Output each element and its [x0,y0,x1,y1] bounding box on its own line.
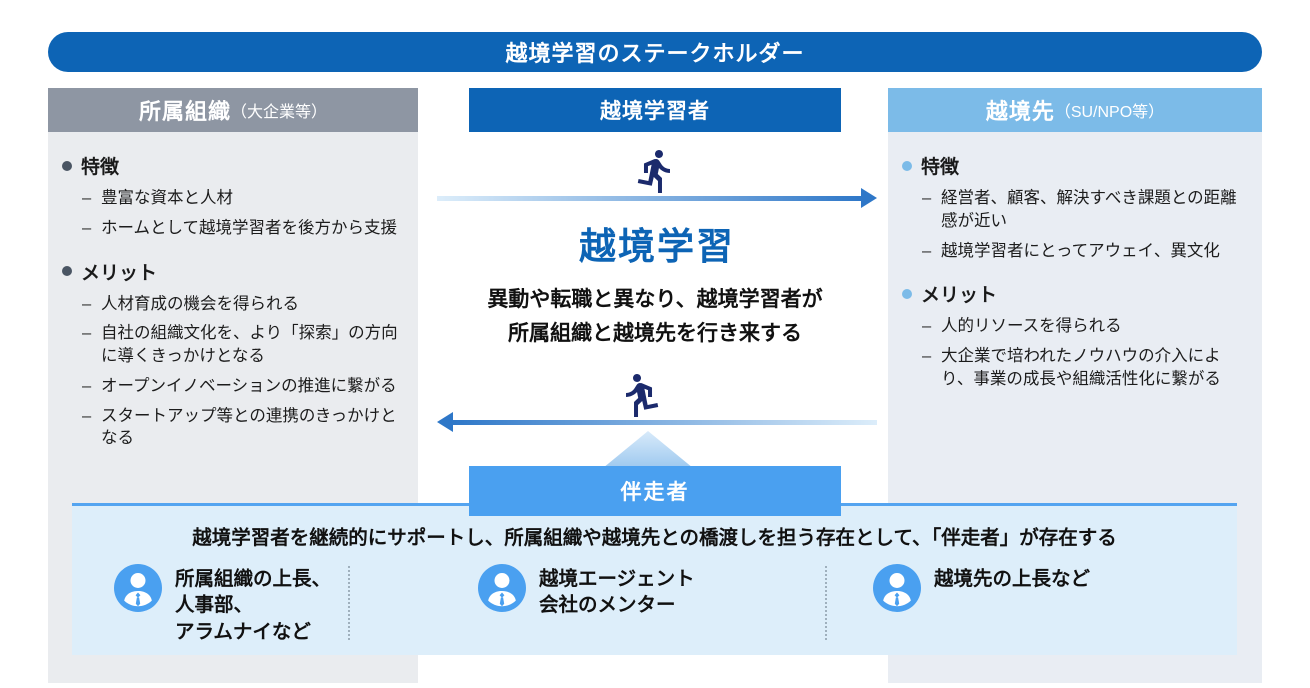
list-item: オープンイノベーションの推進に繋がる [82,375,404,398]
dotted-divider [825,566,827,640]
runner-icon [632,147,680,195]
list-item: 人的リソースを得られる [922,315,1248,338]
bullet-dot-icon [902,288,912,299]
companion-item-label: 所属組織の上長、人事部、 [175,568,332,617]
header-home-organization-suffix: （大企業等） [231,104,328,121]
runner-icon-mirrored [616,371,664,419]
list-item: 経営者、顧客、解決すべき課題との距離感が近い [922,187,1248,233]
section-heading: 特徴 [81,157,120,178]
header-boundary-learner-label: 越境学習者 [600,100,710,123]
bullet-dot-icon [62,160,72,171]
destination-features-section: 特徴 経営者、顧客、解決すべき課題との距離感が近い 越境学習者にとってアウェイ、… [902,152,1248,262]
main-label: 越境学習 [579,226,735,267]
companion-item: 所属組織の上長、人事部、 アラムナイなど [72,564,348,645]
companion-item: 越境エージェント 会社のメンター [350,564,825,645]
section-heading: 特徴 [921,157,960,178]
description-line-2: 所属組織と越境先を行き来する [508,321,802,345]
companion-panel-heading: 越境学習者を継続的にサポートし、所属組織や越境先との橋渡しを担う存在として、「伴… [192,527,1117,549]
page-title: 越境学習のステークホルダー [505,41,805,66]
pointer-triangle-icon [603,431,693,468]
destination-merits-section: メリット 人的リソースを得られる 大企業で培われたノウハウの介入により、事業の成… [902,280,1248,390]
home-organization-features-section: 特徴 豊富な資本と人材 ホームとして越境学習者を後方から支援 [62,152,404,240]
dotted-divider [348,566,350,640]
arrow-right [437,188,877,208]
companion-header-label: 伴走者 [620,481,690,504]
title-banner: 越境学習のステークホルダー [48,32,1262,72]
arrow-left [437,412,877,432]
list-item: 大企業で培われたノウハウの介入により、事業の成長や組織活性化に繋がる [922,345,1248,391]
companion-panel: 越境学習者を継続的にサポートし、所属組織や越境先との橋渡しを担う存在として、「伴… [72,503,1237,655]
header-destination: 越境先 （SU/NPO等） [888,88,1262,132]
companion-item-label: 会社のメンター [539,594,676,617]
bullet-dot-icon [902,160,912,171]
header-home-organization: 所属組織 （大企業等） [48,88,418,132]
companion-item: 越境先の上長など [827,564,1237,645]
companion-item-label: アラムナイなど [175,620,311,643]
header-home-organization-label: 所属組織 [138,99,231,124]
companion-header: 伴走者 [469,466,841,516]
header-destination-suffix: （SU/NPO等） [1054,104,1165,121]
list-item: ホームとして越境学習者を後方から支援 [82,217,404,240]
section-heading: メリット [921,285,998,307]
section-heading: メリット [81,262,158,284]
bullet-dot-icon [62,266,72,277]
companion-person-icon [873,564,921,612]
list-item: スタートアップ等との連携のきっかけとなる [82,405,404,451]
arrowhead-right-icon [861,188,877,208]
companion-person-icon [114,564,162,612]
list-item: 豊富な資本と人材 [82,187,404,210]
description-text: 異動や転職と異なり、越境学習者が 所属組織と越境先を行き来する [415,283,895,350]
companion-item-label: 越境エージェント [539,568,695,590]
list-item: 人材育成の機会を得られる [82,293,404,316]
header-boundary-learner: 越境学習者 [469,88,841,132]
header-destination-label: 越境先 [985,99,1055,124]
description-line-1: 異動や転職と異なり、越境学習者が [487,288,823,311]
list-item: 越境学習者にとってアウェイ、異文化 [922,240,1248,263]
arrowhead-left-icon [437,412,453,432]
companion-item-label: 越境先の上長など [934,568,1091,590]
companion-person-icon [478,564,526,612]
list-item: 自社の組織文化を、より「探索」の方向に導くきっかけとなる [82,322,404,368]
home-organization-merits-section: メリット 人材育成の機会を得られる 自社の組織文化を、より「探索」の方向に導くき… [62,258,404,451]
